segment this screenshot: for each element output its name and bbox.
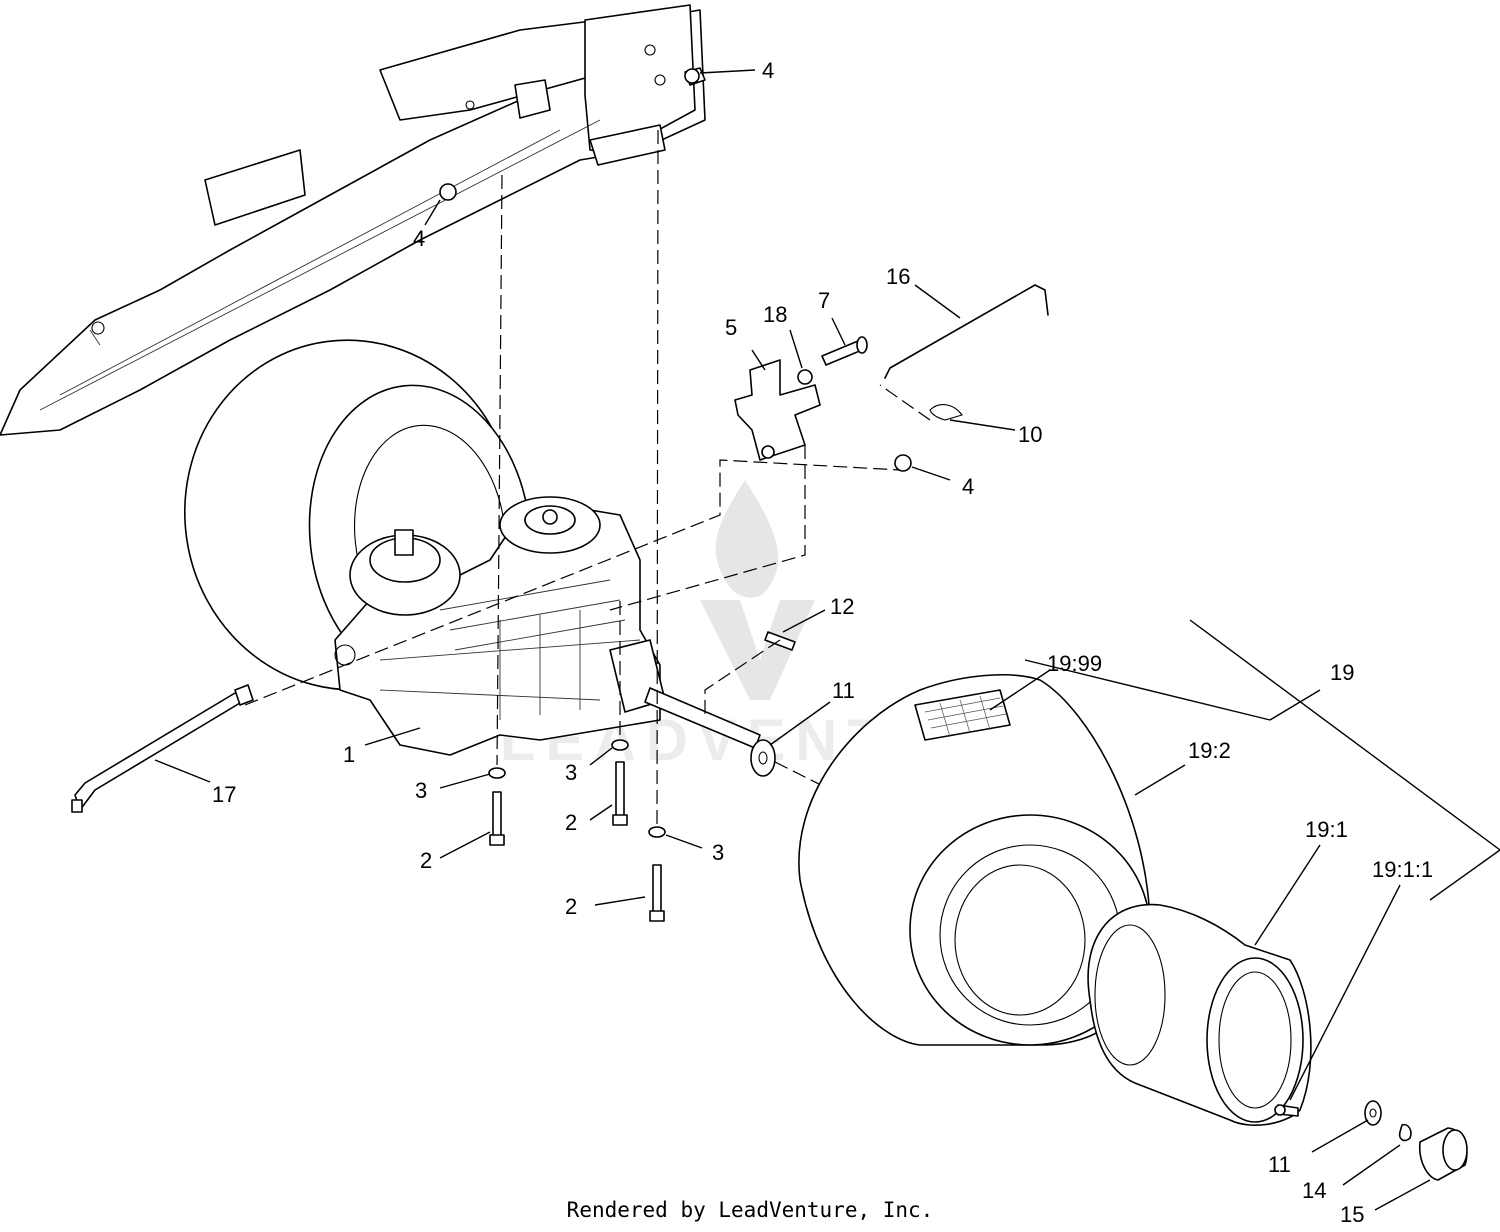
- callout-2a: 2: [420, 848, 432, 873]
- shoulder-bolt: [821, 336, 868, 366]
- callout-12: 12: [830, 594, 854, 619]
- callout-11a: 11: [832, 678, 855, 703]
- frame-rail: [0, 4, 706, 436]
- callout-3b: 3: [565, 760, 577, 785]
- callout-19-2: 19:2: [1188, 738, 1231, 763]
- bolt-right: [649, 864, 665, 922]
- bolt-left: [489, 791, 505, 846]
- callout-11b: 11: [1268, 1152, 1291, 1177]
- callout-3c: 3: [712, 840, 724, 865]
- callout-labels: 1 2 2 2 3 3 3 4 4 4 5 7 10 11 11 12 14 1…: [212, 58, 1433, 1227]
- wheel-rim: [1087, 903, 1312, 1126]
- callout-4b: 4: [413, 226, 425, 251]
- flange-nut-bracket: [894, 454, 912, 472]
- flat-washer-hub: [1364, 1100, 1382, 1126]
- leader-lines: [154, 69, 1500, 1211]
- washer-left: [488, 767, 506, 779]
- flat-washer-axle: [750, 739, 776, 777]
- callout-2b: 2: [565, 810, 577, 835]
- bolt-middle: [612, 761, 628, 826]
- callout-5: 5: [725, 315, 737, 340]
- transaxle-assembly: [334, 496, 761, 756]
- axle-key: [764, 631, 796, 651]
- callout-15: 15: [1340, 1202, 1364, 1227]
- washer-middle: [611, 739, 629, 751]
- callout-2c: 2: [565, 894, 577, 919]
- flange-nut-upper: [684, 67, 706, 86]
- valve-stem: [1274, 1104, 1299, 1117]
- callout-7: 7: [818, 288, 830, 313]
- hairpin-clip: [929, 404, 963, 421]
- callout-19-1-1: 19:1:1: [1372, 857, 1433, 882]
- callout-4c: 4: [962, 474, 974, 499]
- callout-19: 19: [1330, 660, 1354, 685]
- washer-right: [648, 826, 666, 838]
- retaining-ring: [1398, 1123, 1412, 1142]
- callout-19-99: 19:99: [1047, 651, 1102, 676]
- callout-10: 10: [1018, 422, 1042, 447]
- callout-17: 17: [212, 782, 236, 807]
- callout-19-1: 19:1: [1305, 817, 1348, 842]
- callout-1: 1: [343, 742, 355, 767]
- callout-14: 14: [1302, 1178, 1326, 1203]
- brake-rod: [71, 684, 254, 813]
- tire-label: [914, 689, 1011, 741]
- flange-nut-left: [439, 183, 457, 201]
- callout-4a: 4: [762, 58, 774, 83]
- spacer: [797, 369, 813, 385]
- callout-16: 16: [886, 264, 910, 289]
- rendered-by-footer: Rendered by LeadVenture, Inc.: [566, 1198, 934, 1222]
- callout-3a: 3: [415, 778, 427, 803]
- callout-18: 18: [763, 302, 787, 327]
- control-rod: [884, 284, 1049, 379]
- hub-cap: [1418, 1127, 1468, 1181]
